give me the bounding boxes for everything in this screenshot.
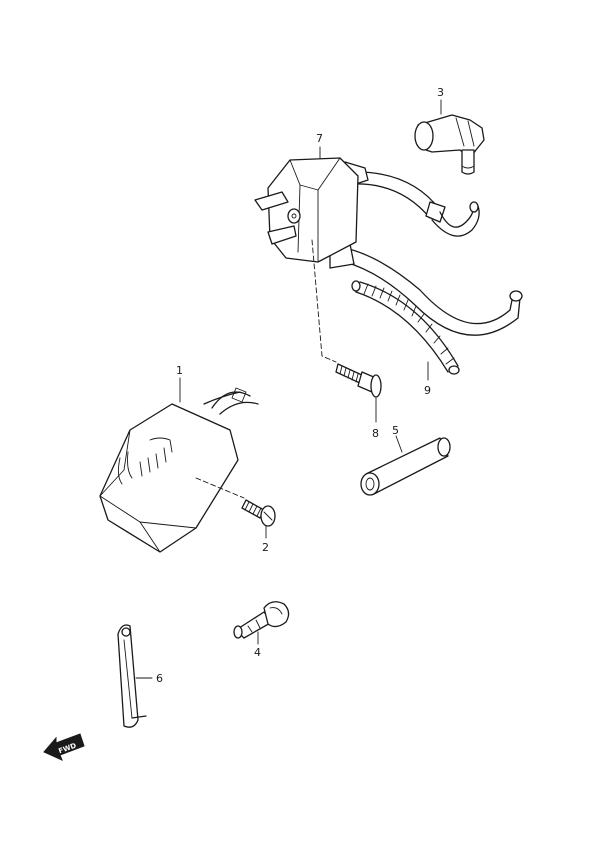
cdi-unit bbox=[99, 387, 259, 553]
cdi-screw bbox=[241, 499, 276, 527]
rubber-sleeve bbox=[360, 437, 451, 496]
callout-6: 6 bbox=[156, 672, 163, 685]
callout-1: 1 bbox=[176, 364, 183, 377]
coil-bolt bbox=[335, 363, 382, 398]
callout-2: 2 bbox=[262, 541, 269, 554]
forward-arrow-icon: FWD bbox=[43, 733, 85, 761]
leader-1-to-2 bbox=[195, 477, 245, 499]
cable-band bbox=[117, 624, 147, 728]
ignition-coil bbox=[254, 146, 523, 336]
leader-7-to-8 bbox=[311, 239, 337, 363]
callout-3: 3 bbox=[437, 86, 444, 99]
callout-7: 7 bbox=[316, 132, 323, 145]
push-fastener bbox=[233, 601, 290, 639]
callout-5: 5 bbox=[392, 424, 399, 437]
callout-4: 4 bbox=[254, 646, 261, 659]
callout-8: 8 bbox=[372, 427, 379, 440]
spark-plug-cap bbox=[414, 99, 485, 175]
callout-9: 9 bbox=[424, 384, 431, 397]
corrugated-tube bbox=[351, 280, 460, 375]
